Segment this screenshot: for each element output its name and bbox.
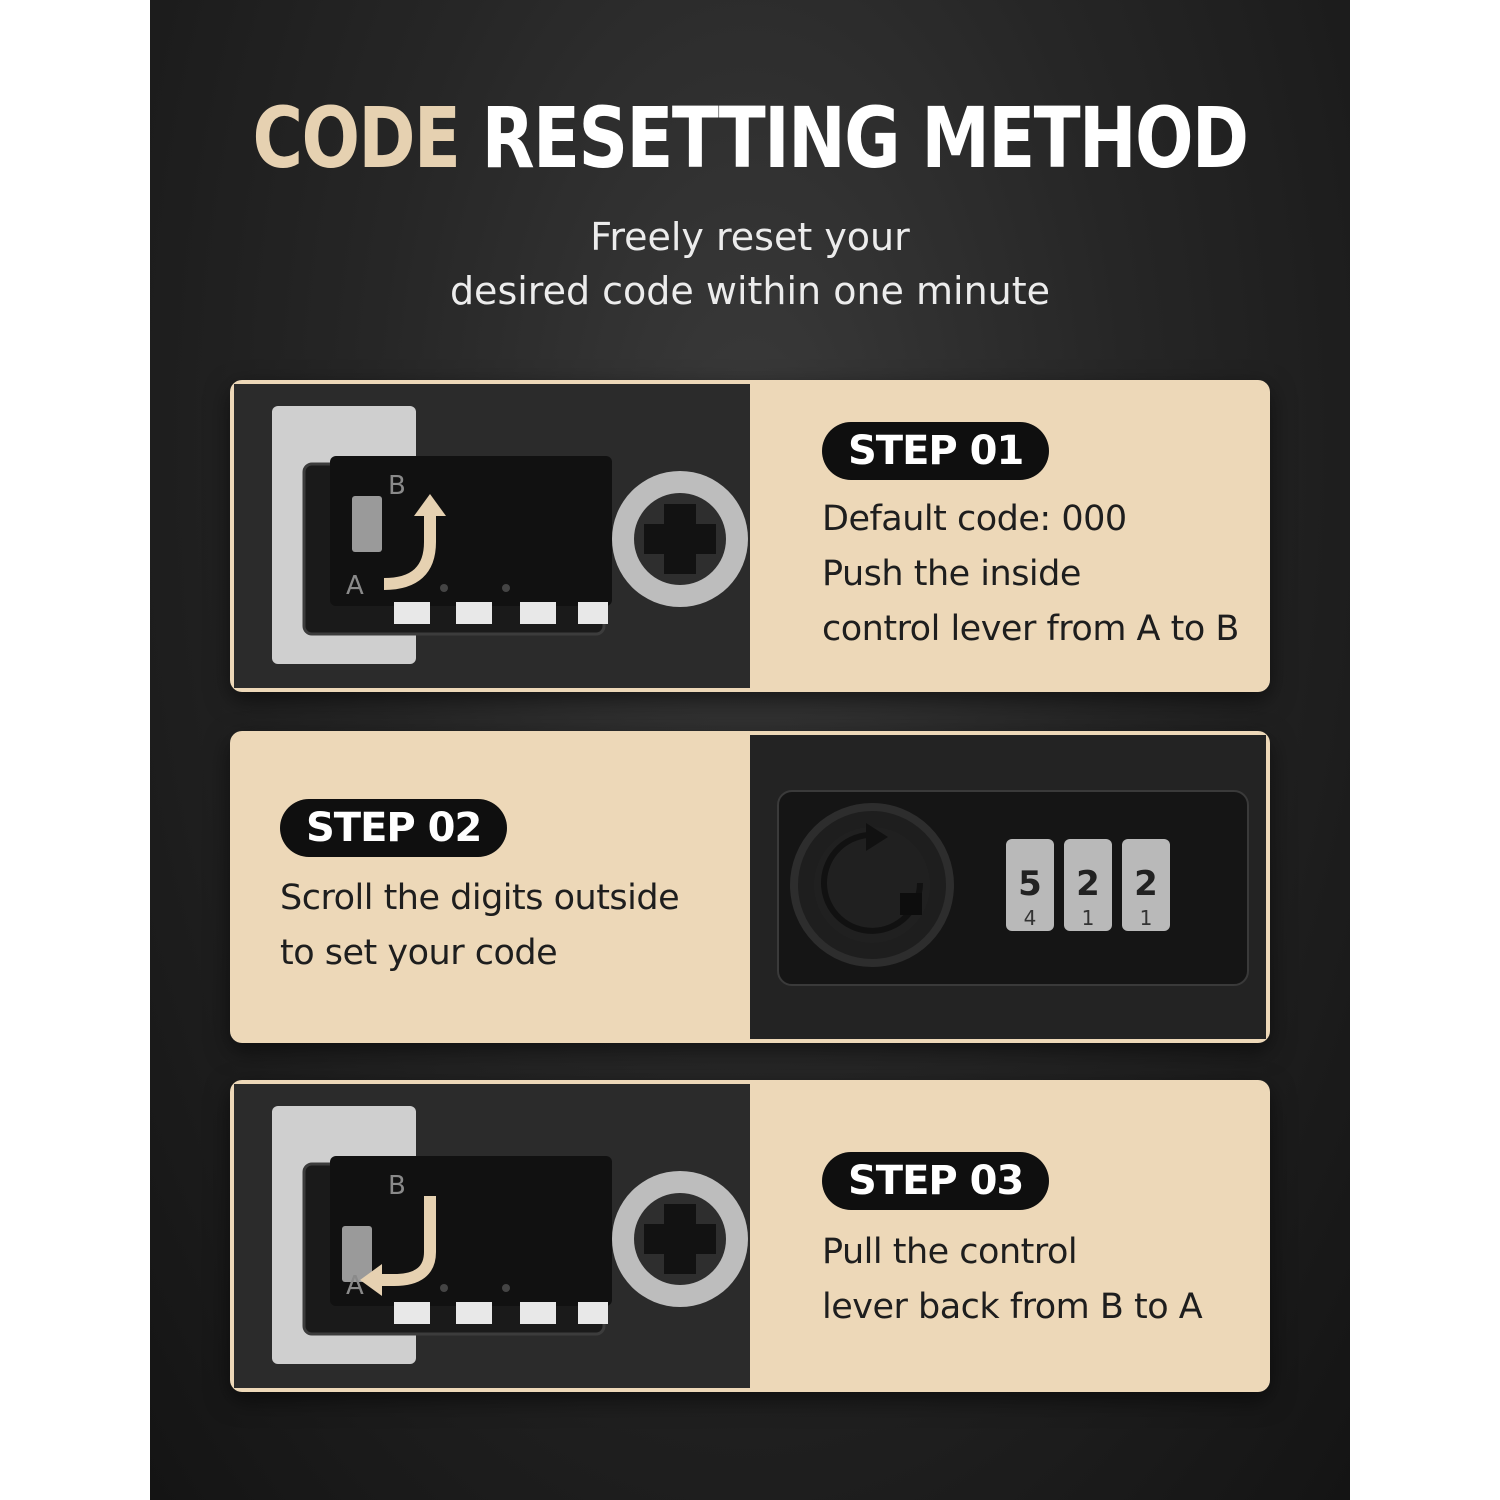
label-a: A: [346, 571, 364, 601]
step-02-badge: STEP 02: [280, 799, 508, 857]
step-01-line-3: control lever from A to B: [822, 609, 1239, 649]
step-01-line-2: Push the inside: [822, 554, 1081, 594]
step-03-card: A B STEP 03 Pull the control lever back …: [230, 1080, 1270, 1392]
wheel-1-digit: 5: [1018, 864, 1042, 904]
step-03-line-2: lever back from B to A: [822, 1287, 1203, 1327]
step-01-lever-photo: A B: [234, 384, 750, 688]
wheel-2-digit-below: 1: [1082, 906, 1095, 930]
wheel-3-digit: 2: [1134, 864, 1158, 904]
label-b: B: [388, 471, 406, 501]
step-02-dial-photo: 5 4 2 1 2 1: [750, 735, 1266, 1039]
step-02-line-1: Scroll the digits outside: [280, 878, 680, 918]
step-01-card: A B STEP 01 Default code: 000 Push the i…: [230, 380, 1270, 692]
wheel-1-digit-below: 4: [1024, 906, 1037, 930]
step-02-line-2: to set your code: [280, 933, 558, 973]
subtitle-line-2: desired code within one minute: [449, 269, 1051, 313]
page-title: CODE RESETTING METHOD: [135, 88, 1365, 188]
step-03-badge: STEP 03: [822, 1152, 1050, 1210]
subtitle-line-1: Freely reset your: [590, 215, 910, 259]
title-rest: RESETTING METHOD: [481, 89, 1249, 187]
step-02-card: STEP 02 Scroll the digits outside to set…: [230, 731, 1270, 1043]
label-a: A: [346, 1271, 364, 1301]
label-b: B: [388, 1171, 406, 1201]
wheel-2-digit: 2: [1076, 864, 1100, 904]
title-accent: CODE: [252, 89, 461, 187]
step-03-line-1: Pull the control: [822, 1232, 1078, 1272]
step-01-badge: STEP 01: [822, 422, 1050, 480]
step-03-lever-photo: A B: [234, 1084, 750, 1388]
wheel-3-digit-below: 1: [1140, 906, 1153, 930]
step-01-line-1: Default code: 000: [822, 499, 1127, 539]
